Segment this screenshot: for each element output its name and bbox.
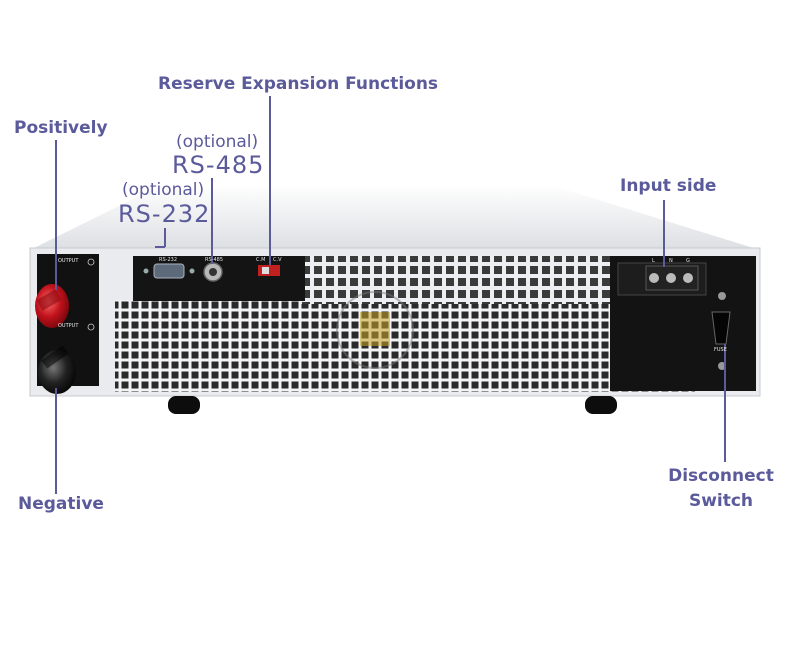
output-label-bottom: OUTPUT (58, 323, 79, 329)
foot-right (585, 396, 617, 414)
negative-terminal (38, 345, 76, 394)
vent-grille (115, 300, 695, 392)
positively-callout: Positively (14, 118, 108, 138)
vent-grille-upper (300, 256, 610, 304)
output-label-top: OUTPUT (58, 258, 79, 264)
rs232-callout: RS-232 (118, 200, 211, 228)
fuse-label: FUSE (714, 347, 727, 353)
positive-terminal (35, 284, 69, 328)
rs232-optional-label: (optional) (122, 180, 205, 200)
reserve-expansion-callout: Reserve Expansion Functions (158, 74, 439, 94)
disconnect-switch (711, 292, 731, 370)
foot-left (168, 396, 200, 414)
disconnect-callout-line1: Disconnect (668, 466, 774, 486)
disconnect-callout-line2: Switch (688, 491, 754, 511)
disconnect-switch-callout: Disconnect Switch (666, 468, 776, 510)
terminal-n-label: N (669, 258, 673, 264)
rs232-port-label: RS-232 (159, 257, 177, 263)
terminal-l-label: L (652, 258, 655, 264)
negative-callout: Negative (18, 494, 104, 514)
input-side-callout: Input side (620, 176, 717, 196)
terminal-g-label: G (686, 258, 690, 264)
cv-label: C.V (273, 257, 282, 263)
input-terminal-block (645, 265, 699, 291)
rs485-optional-label: (optional) (176, 132, 259, 152)
rs485-callout: RS-485 (172, 151, 265, 179)
rs232-connector (153, 263, 185, 279)
rs485-port-label: RS-485 (205, 257, 223, 263)
cm-label: C.M (256, 257, 266, 263)
